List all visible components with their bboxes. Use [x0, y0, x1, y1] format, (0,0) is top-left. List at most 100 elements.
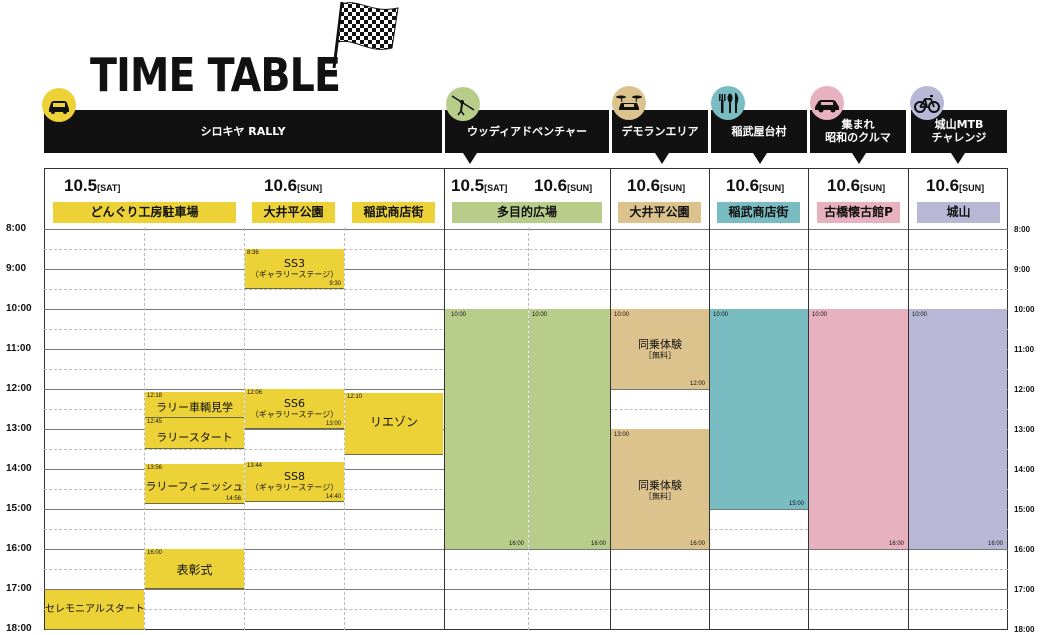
bicycle-icon [910, 86, 944, 120]
venue-pill: 大井平公園 [252, 202, 335, 223]
event-showa: 10:00 16:00 [809, 309, 908, 549]
half-hour-line [44, 289, 1008, 290]
date-dow: [SUN] [759, 183, 785, 193]
header-food-label: 稲武屋台村 [731, 125, 787, 138]
date-label: 10.5[SAT] [451, 176, 507, 196]
event-label: 表彰式 [176, 563, 213, 577]
date-day: 10.5 [64, 176, 98, 195]
time-label-left: 15:00 [6, 503, 32, 514]
event-award: 16:00 表彰式 [145, 549, 244, 589]
date-dow: [SAT] [97, 183, 121, 193]
subcolumn-divider [144, 228, 145, 630]
event-start-time: 12:06 [247, 390, 263, 396]
date-label: 10.6[SUN] [726, 176, 784, 196]
date-label: 10.6[SUN] [827, 176, 885, 196]
date-label: 10.6[SUN] [264, 176, 322, 196]
event-start-time: 8:36 [247, 250, 259, 256]
cutlery-icon [711, 86, 745, 120]
event-label: SS6 [284, 397, 305, 410]
event-end-time: 12:00 [689, 381, 705, 387]
event-rally-car-view: 12:18 ラリー車輌見学 [145, 392, 244, 418]
time-label-left: 9:00 [6, 263, 27, 274]
time-label-right: 18:00 [1014, 625, 1035, 634]
event-end-time: 14:56 [225, 496, 241, 502]
half-hour-line [44, 249, 1008, 250]
event-start-time: 13:44 [247, 463, 263, 469]
classic-car-icon [810, 86, 844, 120]
event-start-time: 12:45 [147, 419, 163, 425]
column-divider [444, 168, 445, 630]
event-end-time: 16:00 [888, 541, 904, 547]
header-mtb-line2: チャレンジ [931, 131, 987, 144]
car-icon [42, 88, 76, 122]
time-label-left: 13:00 [6, 423, 32, 434]
header-demo-label: デモランエリア [621, 125, 699, 138]
event-label: 同乗体験 [638, 479, 682, 492]
time-label-left: 16:00 [6, 543, 32, 554]
event-start-time: 10:00 [451, 312, 467, 318]
event-woody-sat: 10:00 16:00 [445, 309, 528, 549]
event-label: リエゾン [369, 415, 418, 429]
event-ride-2: 13:00 同乗体験 ［無料］ 16:00 [611, 429, 709, 549]
date-day: 10.6 [627, 176, 661, 195]
date-day: 10.6 [534, 176, 568, 195]
time-label-left: 8:00 [6, 223, 27, 234]
time-label-right: 17:00 [1014, 585, 1035, 594]
header-rally: シロキヤ RALLY [44, 110, 442, 153]
header-food: 稲武屋台村 [711, 110, 807, 153]
event-sublabel: ［無料］ [644, 492, 676, 501]
date-dow: [SUN] [297, 183, 323, 193]
time-label-right: 8:00 [1014, 225, 1031, 234]
time-label-left: 10:00 [6, 303, 32, 314]
event-end-time: 15:00 [788, 501, 804, 507]
time-label-right: 9:00 [1014, 265, 1031, 274]
event-label: ラリー車輌見学 [156, 401, 233, 414]
column-divider [808, 168, 809, 630]
event-start-time: 10:00 [614, 312, 630, 318]
date-label: 10.5[SAT] [64, 176, 120, 196]
event-ss6: 12:06 SS6 （ギャラリーステージ） 13:00 [245, 389, 344, 429]
event-start-time: 13:00 [614, 432, 630, 438]
zipline-icon [446, 87, 480, 121]
event-label: セレモニアルスタート [45, 604, 145, 615]
time-label-right: 16:00 [1014, 545, 1035, 554]
event-end-time: 16:00 [689, 541, 705, 547]
event-ceremony-start: セレモニアルスタート [45, 590, 145, 630]
date-day: 10.6 [926, 176, 960, 195]
time-label-left: 18:00 [6, 623, 32, 634]
event-start-time: 13:56 [147, 465, 163, 471]
flying-car-icon [612, 86, 646, 120]
event-woody-sun: 10:00 16:00 [529, 309, 610, 549]
hour-line [44, 589, 1008, 590]
venue-pill: 城山 [917, 202, 1000, 223]
event-mtb: 10:00 16:00 [909, 309, 1007, 549]
header-pointers [463, 153, 965, 164]
date-label: 10.6[SUN] [534, 176, 592, 196]
event-food: 10:00 15:00 [710, 309, 808, 509]
event-end-time: 16:00 [987, 541, 1003, 547]
date-dow: [SUN] [959, 183, 985, 193]
event-start-time: 12:18 [147, 393, 163, 399]
column-divider [709, 168, 710, 630]
event-sublabel: （ギャラリーステージ） [250, 270, 339, 279]
subcolumn-divider [344, 228, 345, 630]
event-start-time: 10:00 [713, 312, 729, 318]
venue-pill: 大井平公園 [618, 202, 701, 223]
hour-line [44, 269, 1008, 270]
header-mtb-line1: 城山MTB [934, 118, 984, 131]
venue-pill: 古橋懐古館P [817, 202, 900, 223]
time-label-left: 11:00 [6, 343, 32, 354]
venue-pill: 多目的広場 [452, 202, 602, 223]
event-rally-start: 12:45 ラリースタート [145, 418, 244, 449]
event-ss8: 13:44 SS8 （ギャラリーステージ） 14:40 [245, 462, 344, 502]
time-label-left: 17:00 [6, 583, 32, 594]
date-day: 10.6 [827, 176, 861, 195]
subcolumn-divider [528, 228, 529, 630]
event-sublabel: （ギャラリーステージ） [250, 410, 339, 419]
event-start-time: 12:10 [347, 394, 363, 400]
event-label: ラリーフィニッシュ [145, 480, 244, 493]
time-label-right: 13:00 [1014, 425, 1035, 434]
event-start-time: 10:00 [532, 312, 548, 318]
event-label: SS8 [284, 470, 305, 483]
column-divider [908, 168, 909, 630]
